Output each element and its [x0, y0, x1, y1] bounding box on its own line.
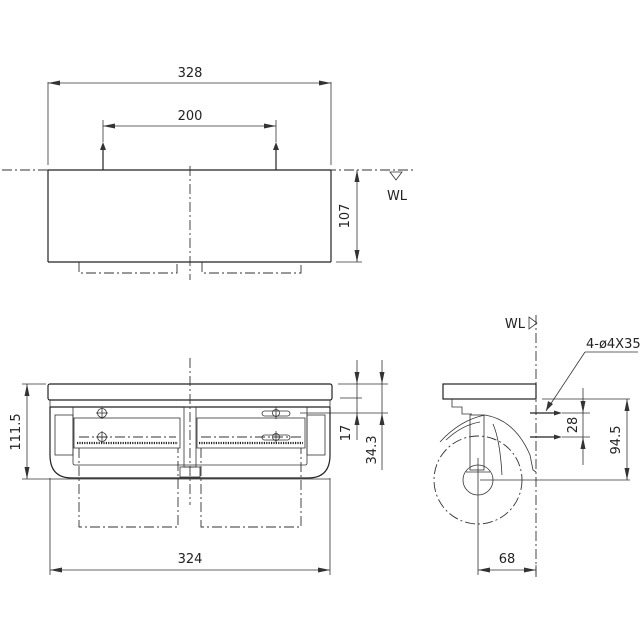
- screw-icon: [100, 142, 106, 170]
- roll-outline-left: [78, 448, 179, 528]
- dim-bottom-width: 324: [178, 552, 203, 567]
- wall-line-label: WL: [387, 189, 408, 204]
- side-view: WL 4-ø4X35: [433, 315, 640, 580]
- dim-mount-spacing: 200: [178, 109, 203, 124]
- screw-spec-label: 4-ø4X35: [586, 337, 640, 352]
- screw-icon: [530, 410, 562, 416]
- wall-line-label: WL: [505, 317, 526, 332]
- dim-projection: 68: [499, 552, 516, 567]
- shelf-lid: [442, 383, 537, 400]
- dim-screw-spacing: 28: [566, 417, 581, 434]
- dim-roll-offset: 34.3: [365, 436, 380, 465]
- wall-line-triangle-icon: [389, 171, 403, 181]
- leader-line: [545, 351, 586, 412]
- roll-outline-right: [200, 448, 302, 528]
- roll-outline-left: [78, 262, 178, 274]
- slot-screw-icon: [261, 431, 291, 443]
- dim-overall-width: 328: [178, 66, 203, 81]
- screw-icon: [273, 142, 279, 170]
- dim-depth: 107: [338, 204, 353, 229]
- screw-icon: [530, 434, 562, 440]
- roll-outline-right: [201, 262, 302, 274]
- dim-cutter-offset: 17: [339, 425, 354, 442]
- body-outline: [49, 407, 331, 479]
- top-view: 328 200 107 WL: [2, 66, 416, 280]
- screw-crosshair-icon: [96, 407, 108, 419]
- front-view: 111.5 324 17 34.3: [9, 358, 388, 575]
- screw-crosshair-icon: [96, 431, 108, 443]
- slot-screw-icon: [261, 407, 291, 419]
- dim-height: 94.5: [609, 426, 624, 455]
- dim-overall-height: 111.5: [9, 413, 24, 450]
- wall-line-triangle-icon: [528, 316, 538, 330]
